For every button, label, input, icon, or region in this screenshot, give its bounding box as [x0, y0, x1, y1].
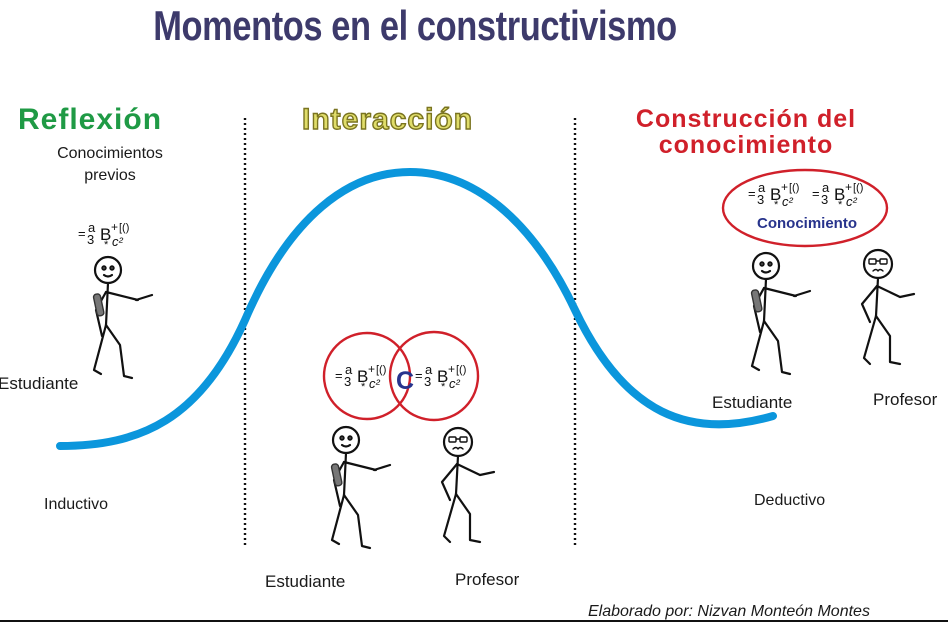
- label-student-reflexion: Estudiante: [0, 374, 79, 393]
- label-student-interaccion: Estudiante: [265, 572, 346, 591]
- formula-reflexion: [78, 220, 130, 251]
- subheading-line-1: Conocimientos: [57, 145, 163, 162]
- reflexion-subheading: Conocimientos previos: [40, 143, 180, 187]
- label-inductivo: Inductivo: [44, 496, 109, 513]
- page-title: Momentos en el constructivismo: [153, 2, 677, 49]
- formula-interaccion-left: [335, 362, 387, 393]
- label-student-construccion: Estudiante: [712, 393, 793, 412]
- heading-construccion-line-2: conocimiento: [658, 131, 834, 159]
- student-figure-reflexion: [91, 255, 154, 380]
- circle-student-knowledge: [322, 331, 412, 421]
- knowledge-bubble: [721, 168, 889, 248]
- heading-construccion: Construcción del conocimiento: [596, 106, 896, 158]
- circle-teacher-knowledge: [388, 330, 480, 422]
- student-figure-interaccion: [329, 425, 392, 550]
- label-deductivo: Deductivo: [754, 492, 826, 509]
- heading-reflexion: Reflexión: [18, 103, 163, 136]
- teacher-figure-interaccion: [440, 426, 496, 544]
- label-teacher-construccion: Profesor: [873, 390, 938, 409]
- formula-construccion-left: [748, 180, 800, 211]
- subheading-line-2: previos: [84, 167, 136, 184]
- formula-interaccion-right: [415, 362, 467, 393]
- credit-line: Elaborado por: Nizvan Monteón Montes: [588, 603, 870, 620]
- student-figure-construccion: [749, 251, 812, 376]
- shared-knowledge-letter: C: [396, 367, 414, 395]
- heading-interaccion: Interacción: [301, 102, 474, 136]
- heading-construccion-line-1: Construcción del: [635, 105, 857, 133]
- knowledge-bubble-label: Conocimiento: [757, 215, 857, 232]
- formula-construccion-right: [812, 180, 864, 211]
- label-teacher-interaccion: Profesor: [455, 570, 520, 589]
- teacher-figure-construccion: [860, 248, 916, 366]
- bell-curve: [56, 167, 777, 450]
